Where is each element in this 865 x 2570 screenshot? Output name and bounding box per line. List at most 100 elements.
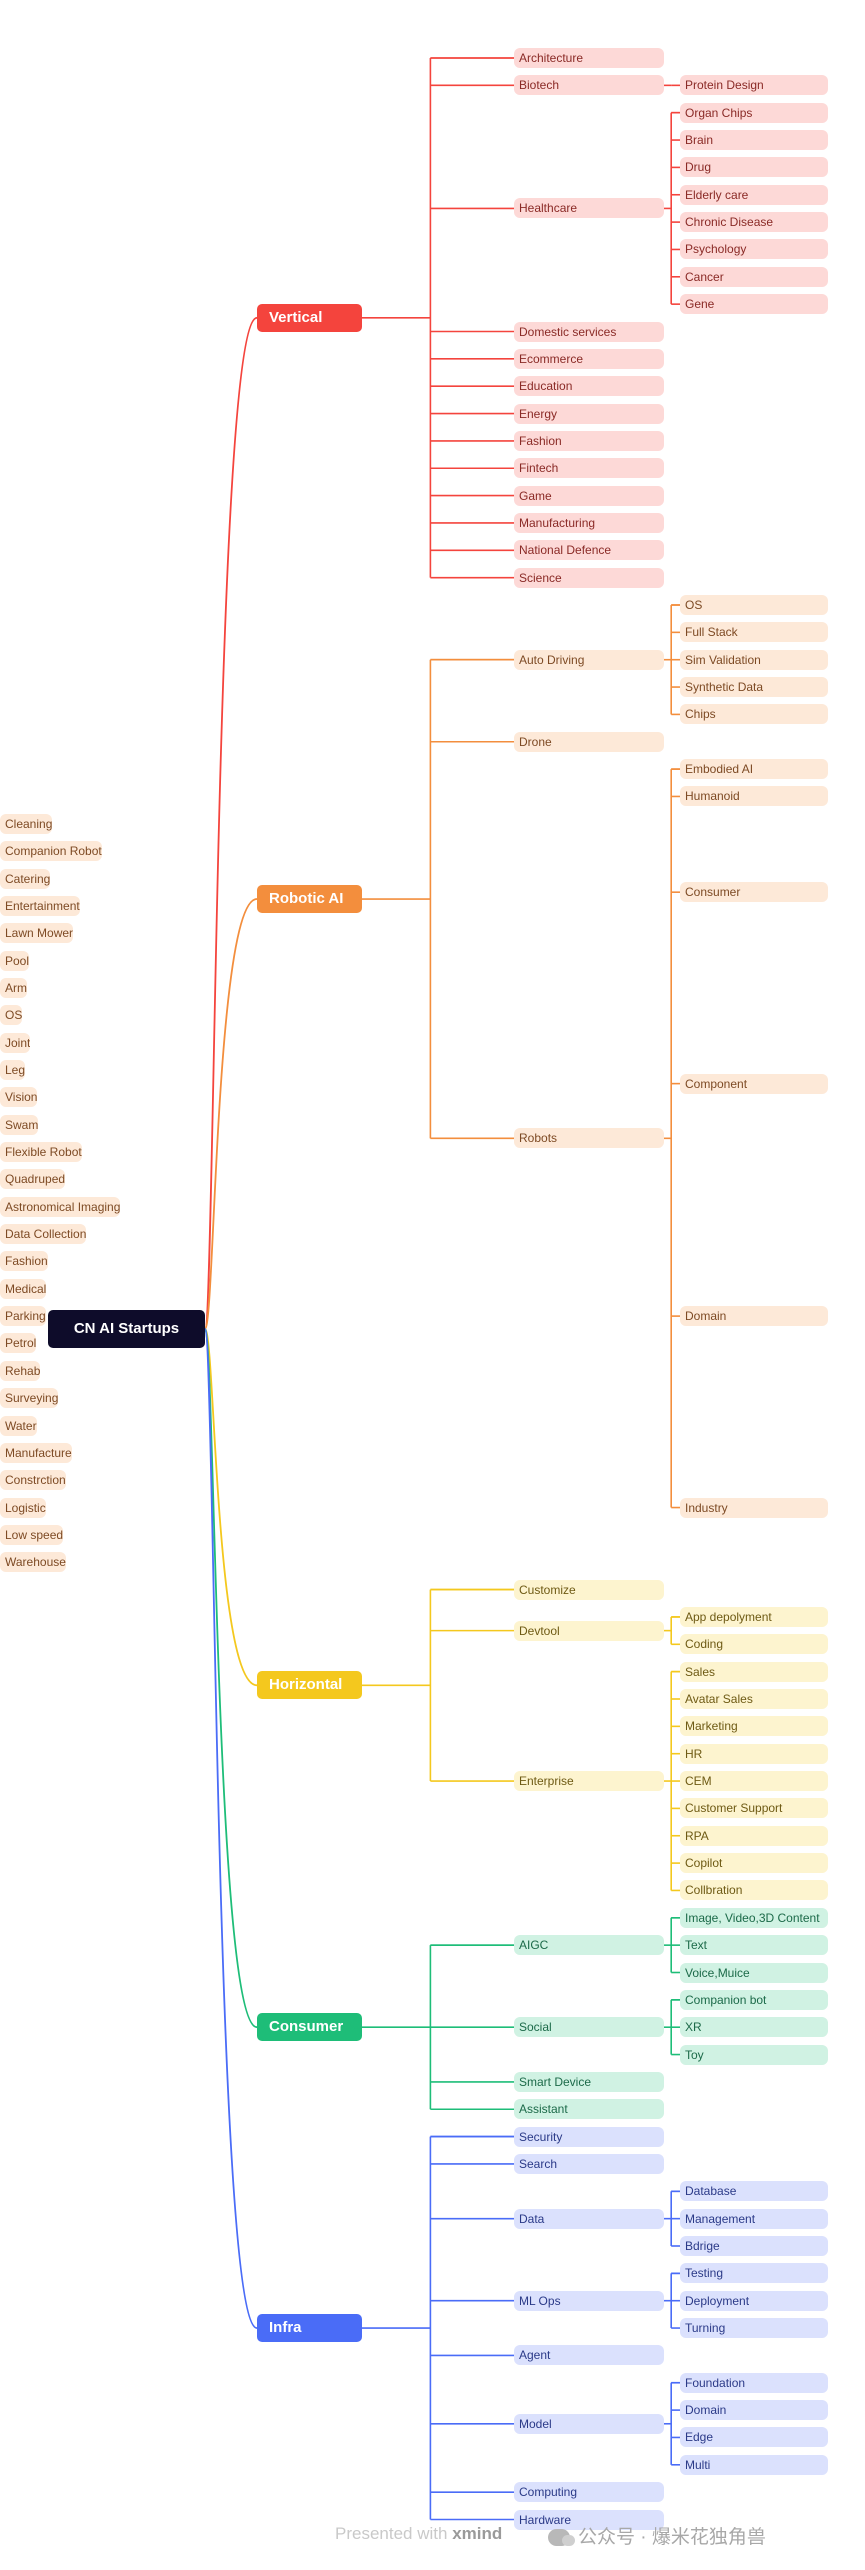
node-robotic-ai[interactable]: Robotic AI <box>257 885 362 913</box>
node-humanoid[interactable]: Humanoid <box>680 786 828 807</box>
node-medical[interactable]: Medical <box>0 1278 47 1299</box>
node-chronic-disease[interactable]: Chronic Disease <box>680 212 828 233</box>
node-manufacture[interactable]: Manufacture <box>0 1442 72 1463</box>
node-cn-ai-startups[interactable]: CN AI Startups <box>48 1310 205 1348</box>
node-hr[interactable]: HR <box>680 1743 828 1764</box>
node-leg[interactable]: Leg <box>0 1059 26 1080</box>
node-domain[interactable]: Domain <box>680 1306 828 1327</box>
node-petrol[interactable]: Petrol <box>0 1333 37 1354</box>
node-robots[interactable]: Robots <box>514 1128 664 1149</box>
node-entertainment[interactable]: Entertainment <box>0 895 80 916</box>
node-data-collection[interactable]: Data Collection <box>0 1224 87 1245</box>
node-fashion[interactable]: Fashion <box>514 430 664 451</box>
node-aigc[interactable]: AIGC <box>514 1935 664 1956</box>
node-hardware[interactable]: Hardware <box>514 2509 664 2530</box>
node-os[interactable]: OS <box>680 595 828 615</box>
node-rehab[interactable]: Rehab <box>0 1360 41 1381</box>
node-cancer[interactable]: Cancer <box>680 266 828 287</box>
node-cem[interactable]: CEM <box>680 1771 828 1792</box>
node-psychology[interactable]: Psychology <box>680 239 828 260</box>
node-voice-muice[interactable]: Voice,Muice <box>680 1962 828 1983</box>
node-enterprise[interactable]: Enterprise <box>514 1771 664 1792</box>
node-search[interactable]: Search <box>514 2153 664 2174</box>
node-multi[interactable]: Multi <box>680 2454 828 2475</box>
node-smart-device[interactable]: Smart Device <box>514 2071 664 2092</box>
node-auto-driving[interactable]: Auto Driving <box>514 649 664 670</box>
node-toy[interactable]: Toy <box>680 2044 828 2065</box>
node-component[interactable]: Component <box>680 1073 828 1094</box>
node-joint[interactable]: Joint <box>0 1032 31 1053</box>
node-security[interactable]: Security <box>514 2126 664 2147</box>
node-text[interactable]: Text <box>680 1935 828 1956</box>
node-copilot[interactable]: Copilot <box>680 1853 828 1874</box>
node-fintech[interactable]: Fintech <box>514 458 664 479</box>
node-gene[interactable]: Gene <box>680 294 828 315</box>
node-consumer[interactable]: Consumer <box>680 882 828 903</box>
node-infra[interactable]: Infra <box>257 2314 362 2343</box>
node-pool[interactable]: Pool <box>0 950 30 971</box>
node-management[interactable]: Management <box>680 2208 828 2229</box>
node-collbration[interactable]: Collbration <box>680 1880 828 1901</box>
node-companion-robot[interactable]: Companion Robot <box>0 841 102 862</box>
node-warehouse[interactable]: Warehouse <box>0 1552 66 1573</box>
node-vision[interactable]: Vision <box>0 1087 38 1108</box>
node-parking[interactable]: Parking <box>0 1306 46 1327</box>
node-ecommerce[interactable]: Ecommerce <box>514 348 664 369</box>
node-game[interactable]: Game <box>514 485 664 506</box>
node-embodied-ai[interactable]: Embodied AI <box>680 759 828 780</box>
node-testing[interactable]: Testing <box>680 2263 828 2284</box>
node-national-defence[interactable]: National Defence <box>514 540 664 561</box>
node-sim-validation[interactable]: Sim Validation <box>680 649 828 670</box>
node-protein-design[interactable]: Protein Design <box>680 75 828 96</box>
node-logistic[interactable]: Logistic <box>0 1497 46 1518</box>
node-constrction[interactable]: Constrction <box>0 1470 66 1491</box>
node-app-depolyment[interactable]: App depolyment <box>680 1606 828 1627</box>
node-bdrige[interactable]: Bdrige <box>680 2236 828 2256</box>
node-education[interactable]: Education <box>514 376 664 397</box>
node-database[interactable]: Database <box>680 2181 828 2202</box>
node-consumer[interactable]: Consumer <box>257 2013 362 2042</box>
node-xr[interactable]: XR <box>680 2017 828 2038</box>
node-horizontal[interactable]: Horizontal <box>257 1671 362 1700</box>
node-fashion[interactable]: Fashion <box>0 1251 48 1272</box>
node-image-video-3d-content[interactable]: Image, Video,3D Content <box>680 1907 828 1928</box>
node-social[interactable]: Social <box>514 2017 664 2038</box>
node-customize[interactable]: Customize <box>514 1579 664 1600</box>
node-companion-bot[interactable]: Companion bot <box>680 1989 828 2010</box>
node-avatar-sales[interactable]: Avatar Sales <box>680 1689 828 1709</box>
node-manufacturing[interactable]: Manufacturing <box>514 512 664 533</box>
node-low-speed[interactable]: Low speed <box>0 1524 64 1545</box>
node-quadruped[interactable]: Quadruped <box>0 1169 66 1190</box>
node-biotech[interactable]: Biotech <box>514 75 664 96</box>
node-arm[interactable]: Arm <box>0 977 27 998</box>
node-turning[interactable]: Turning <box>680 2318 828 2339</box>
node-water[interactable]: Water <box>0 1415 37 1436</box>
node-drug[interactable]: Drug <box>680 157 828 178</box>
node-foundation[interactable]: Foundation <box>680 2372 828 2393</box>
node-catering[interactable]: Catering <box>0 868 51 889</box>
node-coding[interactable]: Coding <box>680 1634 828 1655</box>
node-rpa[interactable]: RPA <box>680 1825 828 1846</box>
node-surveying[interactable]: Surveying <box>0 1388 59 1409</box>
node-agent[interactable]: Agent <box>514 2345 664 2366</box>
node-science[interactable]: Science <box>514 567 664 588</box>
node-astronomical-imaging[interactable]: Astronomical Imaging <box>0 1196 121 1217</box>
node-synthetic-data[interactable]: Synthetic Data <box>680 677 828 698</box>
node-vertical[interactable]: Vertical <box>257 303 362 332</box>
node-chips[interactable]: Chips <box>680 704 828 725</box>
node-energy[interactable]: Energy <box>514 403 664 424</box>
node-customer-support[interactable]: Customer Support <box>680 1798 828 1819</box>
node-sales[interactable]: Sales <box>680 1661 828 1682</box>
node-healthcare[interactable]: Healthcare <box>514 198 664 219</box>
node-ml-ops[interactable]: ML Ops <box>514 2290 664 2311</box>
node-swam[interactable]: Swam <box>0 1114 39 1135</box>
node-domestic-services[interactable]: Domestic services <box>514 321 664 342</box>
node-drone[interactable]: Drone <box>514 731 664 752</box>
node-elderly-care[interactable]: Elderly care <box>680 184 828 205</box>
node-architecture[interactable]: Architecture <box>514 48 664 68</box>
node-full-stack[interactable]: Full Stack <box>680 622 828 643</box>
node-industry[interactable]: Industry <box>680 1497 828 1518</box>
node-assistant[interactable]: Assistant <box>514 2099 664 2120</box>
node-computing[interactable]: Computing <box>514 2482 664 2503</box>
node-devtool[interactable]: Devtool <box>514 1620 664 1641</box>
